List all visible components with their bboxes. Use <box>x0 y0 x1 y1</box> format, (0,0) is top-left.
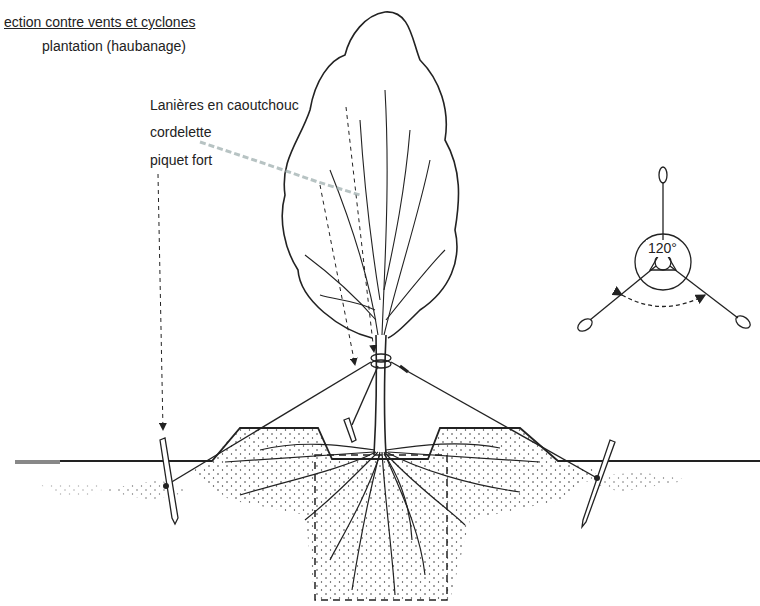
part-label: cordelette <box>150 124 211 141</box>
soil-stipple <box>40 428 690 600</box>
ground-line <box>20 428 760 461</box>
stake-tie <box>163 483 169 489</box>
rubber-straps <box>371 354 391 368</box>
subheading: plantation (haubanage) <box>42 38 186 55</box>
guy-ropes <box>165 362 597 486</box>
leader-lines <box>320 185 355 365</box>
trunk <box>374 335 386 455</box>
roots <box>225 444 540 595</box>
branches <box>305 90 445 335</box>
tree-crown <box>282 12 458 338</box>
cordelette-leader <box>200 142 360 195</box>
part-label: Lanières en caoutchouc <box>150 97 299 114</box>
angle-label: 120° <box>646 240 679 257</box>
part-label: piquet fort <box>150 152 212 169</box>
rope-knot <box>400 366 408 372</box>
stake-tie <box>594 475 600 481</box>
top-view-symbol <box>576 167 753 334</box>
heading: ection contre vents et cyclones <box>4 14 195 31</box>
planting-hole <box>315 455 447 600</box>
stakes <box>160 418 615 527</box>
ground-shadow <box>15 460 60 464</box>
